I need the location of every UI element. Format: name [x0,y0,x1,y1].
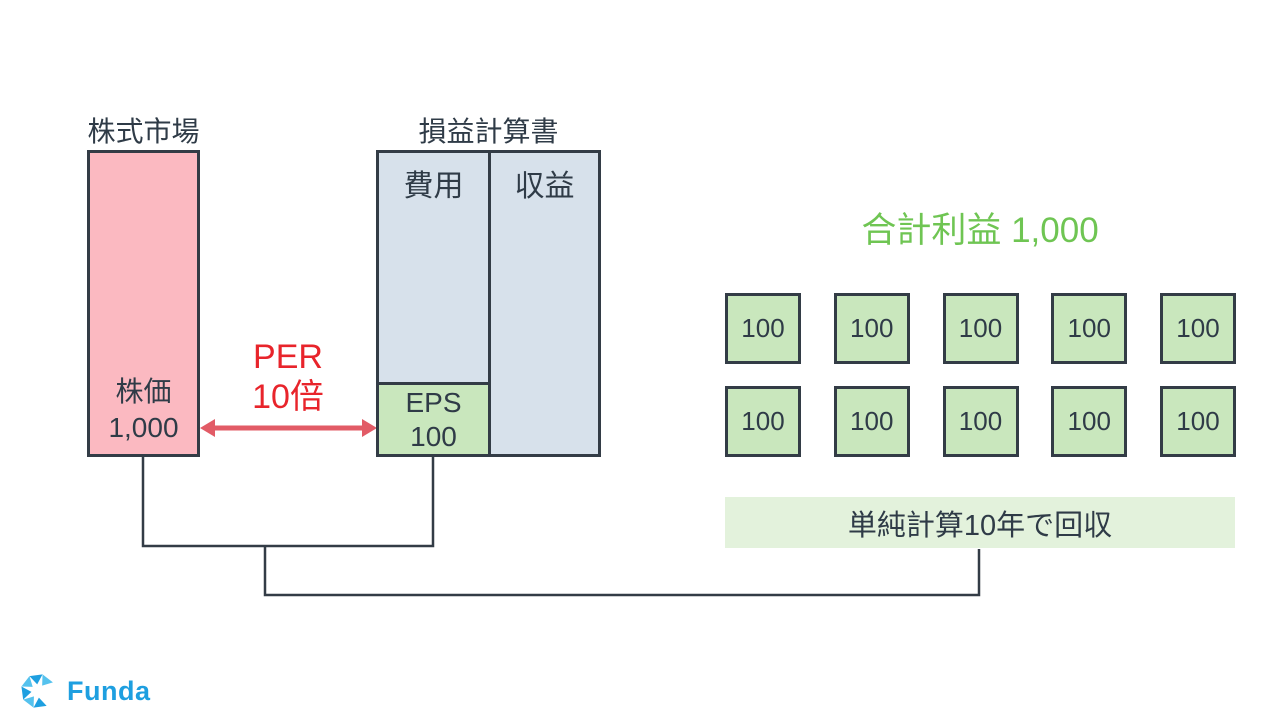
expense-column: 費用 EPS 100 [379,153,491,454]
expense-header: 費用 [403,170,464,203]
per-annotation: PER 10倍 [215,337,361,417]
per-label: PER [253,338,323,376]
stock-price-label: 株価 [115,376,172,408]
profit-unit: 100 [833,293,910,364]
stock-price-box: 株価 1,000 [87,150,200,457]
profit-unit: 100 [725,386,801,457]
profit-units-row-2: 100 100 100 100 100 [725,386,1236,457]
profit-unit: 100 [942,386,1019,457]
per-multiple-label: 10倍 [252,378,324,417]
profit-units-row-1: 100 100 100 100 100 [725,293,1236,364]
total-profit-label: 合計利益 1,000 [861,211,1099,250]
profit-unit: 100 [942,293,1019,364]
revenue-column: 収益 [491,153,598,454]
revenue-header: 収益 [514,170,575,203]
profit-unit: 100 [1160,386,1236,457]
stock-market-title: 株式市場 [87,116,200,147]
eps-box: EPS 100 [379,382,488,454]
stock-price-value: 1,000 [108,412,179,444]
funda-logo: Funda [18,670,151,712]
profit-unit: 100 [725,293,801,364]
connector-stock-eps [141,457,435,548]
profit-unit: 100 [1051,386,1128,457]
payback-bar: 単純計算10年で回収 [725,497,1235,548]
profit-unit: 100 [833,386,910,457]
connector-to-payback [263,546,981,597]
profit-unit: 100 [1160,293,1236,364]
profit-unit: 100 [1051,293,1128,364]
per-double-arrow-icon [200,419,377,437]
income-statement-title: 損益計算書 [418,116,559,147]
funda-gem-icon [21,674,53,708]
income-statement-box: 費用 EPS 100 収益 [376,150,601,457]
eps-label: EPS [405,386,462,418]
funda-logo-text: Funda [67,675,151,706]
eps-value: 100 [410,420,457,452]
